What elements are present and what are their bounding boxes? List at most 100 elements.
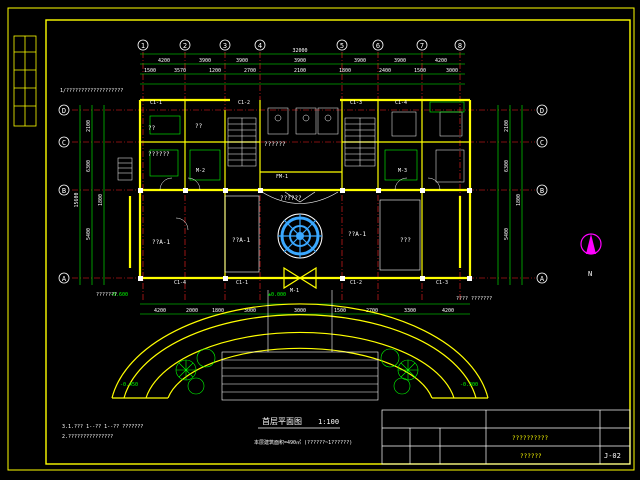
front-plaza bbox=[111, 303, 489, 399]
hall-label: ?????? bbox=[280, 195, 302, 202]
room-label-e: ??? bbox=[400, 237, 411, 244]
toilet-fixtures bbox=[267, 107, 465, 183]
dim-top-span-5: 3900 bbox=[354, 58, 366, 64]
dim-top-detail-8: 1500 bbox=[414, 68, 426, 74]
tag-fm1: FM-1 bbox=[276, 174, 288, 180]
dim-bottom-7: 2700 bbox=[366, 308, 378, 314]
left-axis-labels: D C B A bbox=[62, 107, 67, 283]
drawing-title-scale: 1:100 bbox=[318, 418, 339, 426]
binding-strip bbox=[13, 35, 37, 127]
tag-c1-4: C1-4 bbox=[395, 100, 407, 106]
axis-label-d: D bbox=[62, 107, 66, 115]
axis-label-b-right: B bbox=[540, 187, 544, 195]
annotations: 1/??????????????????? ??????? ???? ?????… bbox=[60, 88, 492, 440]
sheet-frame bbox=[7, 7, 635, 471]
elev-step-2: -0.300 bbox=[460, 382, 478, 388]
note-bottom-1: 3.1.??? 1--?? 1--?? ??????? bbox=[62, 424, 143, 430]
elev-plaza: -0.600 bbox=[110, 292, 128, 298]
tag-c1-bottom-4: C1-4 bbox=[174, 280, 186, 286]
left-dimension-chain bbox=[79, 105, 105, 285]
room-label-a: ?? bbox=[148, 125, 156, 132]
north-label: N bbox=[588, 270, 592, 278]
dim-bottom-4: 3000 bbox=[244, 308, 256, 314]
dim-left-4: 1800 bbox=[98, 194, 104, 206]
door-swings bbox=[159, 177, 441, 231]
bottom-dimension-text: 4200 2000 1800 3000 3000 1500 2700 3300 … bbox=[154, 308, 454, 314]
dim-right-3: 5400 bbox=[504, 228, 510, 240]
tag-m3: M-3 bbox=[398, 168, 407, 174]
dim-bottom-9: 4200 bbox=[442, 308, 454, 314]
dim-right-4: 1800 bbox=[516, 194, 522, 206]
elev-floor: ±0.000 bbox=[268, 292, 286, 298]
room-label-f: ??A-1 bbox=[152, 239, 170, 246]
dim-top-span-6: 3900 bbox=[394, 58, 406, 64]
stair-note-label: ?????? bbox=[148, 151, 170, 158]
elevation-marks: ±0.000 -0.450 -0.300 -0.600 bbox=[110, 292, 478, 388]
dim-left-total: 15600 bbox=[74, 192, 80, 207]
tag-c1-3: C1-3 bbox=[350, 100, 362, 106]
dim-top-span-4: 3900 bbox=[294, 58, 306, 64]
dim-top-total: 32000 bbox=[292, 48, 307, 54]
axis-label-a-right: A bbox=[540, 275, 545, 283]
title-block-drawing: ?????? bbox=[520, 453, 542, 460]
dim-top-detail-6: 1800 bbox=[339, 68, 351, 74]
axis-label-a: A bbox=[62, 275, 67, 283]
axis-label-8: 8 bbox=[458, 42, 462, 50]
top-axis-markers bbox=[137, 39, 466, 51]
left-axis-markers bbox=[58, 104, 70, 284]
lobby-columns bbox=[138, 188, 472, 281]
left-dimension-text: 15600 2100 6300 5400 1800 bbox=[74, 120, 104, 240]
right-dimension-text: 2100 6300 5400 1800 bbox=[504, 120, 522, 240]
top-axis-labels: 1 2 3 4 5 6 7 8 bbox=[141, 42, 462, 50]
note-right-side: ???? ??????? bbox=[456, 296, 492, 302]
dim-top-span-7: 4200 bbox=[435, 58, 447, 64]
axis-label-3: 3 bbox=[223, 42, 227, 50]
axis-label-c-right: C bbox=[540, 139, 544, 147]
axis-label-b: B bbox=[62, 187, 66, 195]
note-left-top: 1/??????????????????? bbox=[60, 88, 123, 94]
room-labels: ?? ?? ??A-1 ??A-1 ??? ??A-1 ?????? ?????… bbox=[148, 123, 411, 246]
axis-label-1: 1 bbox=[141, 42, 145, 50]
top-dimension-text: 32000 4200 3900 3900 3900 3900 3900 4200… bbox=[144, 48, 458, 74]
right-axis-labels: D C B A bbox=[540, 107, 545, 283]
dim-right-1: 2100 bbox=[504, 120, 510, 132]
axis-label-d-right: D bbox=[540, 107, 544, 115]
floor-emblem bbox=[277, 213, 323, 259]
tag-c1-1: C1-1 bbox=[150, 100, 162, 106]
dim-bottom-2: 2000 bbox=[186, 308, 198, 314]
dim-top-detail-2: 3570 bbox=[174, 68, 186, 74]
dim-top-detail-7: 2400 bbox=[379, 68, 391, 74]
dim-top-detail-4: 2700 bbox=[244, 68, 256, 74]
title-block-text: ?????????? ?????? J-02 bbox=[512, 435, 621, 460]
elev-step-1: -0.450 bbox=[120, 382, 138, 388]
drawing-subtitle: 本层建筑面积=490㎡ (??????~1??????) bbox=[254, 439, 352, 446]
entrance-doors bbox=[283, 266, 317, 290]
right-axis-markers bbox=[536, 104, 548, 284]
plaza-steps bbox=[221, 290, 379, 401]
dim-top-detail-3: 1200 bbox=[209, 68, 221, 74]
title-block-project: ?????????? bbox=[512, 435, 549, 442]
dim-bottom-8: 3300 bbox=[404, 308, 416, 314]
dim-bottom-1: 4200 bbox=[154, 308, 166, 314]
drawing-title: 首层平面图 1:100 本层建筑面积=490㎡ (??????~1??????) bbox=[254, 416, 352, 446]
planters bbox=[175, 348, 419, 395]
room-label-c: ??A-1 bbox=[232, 237, 250, 244]
axis-label-6: 6 bbox=[376, 42, 380, 50]
dim-bottom-6: 1500 bbox=[334, 308, 346, 314]
tag-c1-bottom-3: C1-3 bbox=[436, 280, 448, 286]
axis-label-4: 4 bbox=[258, 42, 262, 50]
dim-top-detail-5: 2100 bbox=[294, 68, 306, 74]
tag-entrance: M-1 bbox=[290, 288, 299, 294]
title-block-number: J-02 bbox=[604, 452, 621, 460]
tag-c1-bottom-1: C1-1 bbox=[236, 280, 248, 286]
lobby-label: ?????? bbox=[264, 141, 286, 148]
right-dimension-chain bbox=[497, 105, 523, 285]
room-label-b: ?? bbox=[195, 123, 203, 130]
axis-label-5: 5 bbox=[340, 42, 344, 50]
note-bottom-2: 2.??????????????? bbox=[62, 434, 113, 440]
room-label-d: ??A-1 bbox=[348, 231, 366, 238]
stair-small-left bbox=[117, 157, 133, 181]
tag-c1-bottom-2: C1-2 bbox=[350, 280, 362, 286]
dim-top-span-2: 3900 bbox=[199, 58, 211, 64]
